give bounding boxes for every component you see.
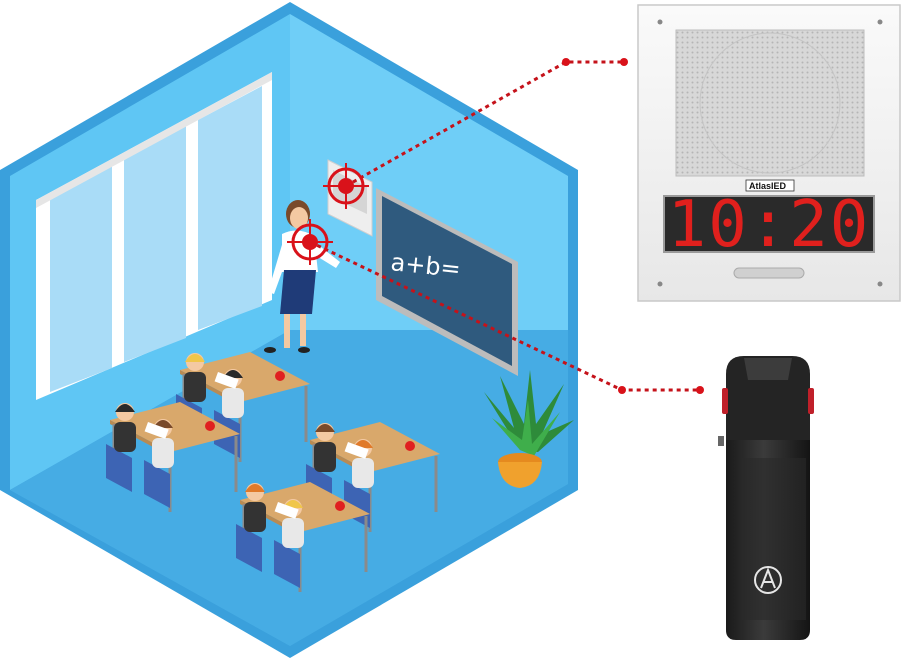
panel-button (733, 267, 805, 279)
atlas-logo-icon (754, 566, 782, 594)
student (222, 388, 244, 418)
chair (144, 460, 170, 508)
window (36, 72, 272, 400)
book (214, 372, 239, 389)
chair (236, 524, 262, 572)
desk (110, 402, 240, 452)
chalkboard: a+b= (376, 188, 518, 376)
student (282, 518, 304, 548)
right-wall (290, 14, 568, 330)
book (274, 502, 299, 519)
speaker-clock-panel: AtlasIED 10:20 (637, 4, 901, 302)
student (314, 442, 336, 472)
brand-logo: AtlasIED (749, 181, 787, 191)
student-desks (106, 352, 440, 592)
desk (240, 482, 370, 532)
chair (274, 540, 300, 588)
student (352, 458, 374, 488)
clock-display (663, 195, 875, 253)
potted-plant (484, 370, 574, 488)
apple (275, 371, 285, 381)
book (144, 422, 169, 439)
chair (106, 444, 132, 492)
callout-lines (309, 58, 704, 394)
target-marker-speaker (323, 163, 369, 209)
wireless-microphone (718, 356, 814, 640)
student (184, 372, 206, 402)
book (344, 442, 369, 459)
desk (180, 352, 310, 402)
student (152, 438, 174, 468)
apple (405, 441, 415, 451)
callout-line-speaker (345, 60, 624, 188)
speaker-grille (675, 29, 865, 177)
mic-side-button-left (722, 388, 728, 414)
student (244, 502, 266, 532)
student (114, 422, 136, 452)
desk (310, 422, 440, 472)
mic-side-button-right (808, 388, 814, 414)
clock-time: 10:20 (668, 188, 871, 262)
target-marker-microphone (287, 219, 333, 265)
apple (205, 421, 215, 431)
teacher (264, 200, 340, 353)
apple (335, 501, 345, 511)
